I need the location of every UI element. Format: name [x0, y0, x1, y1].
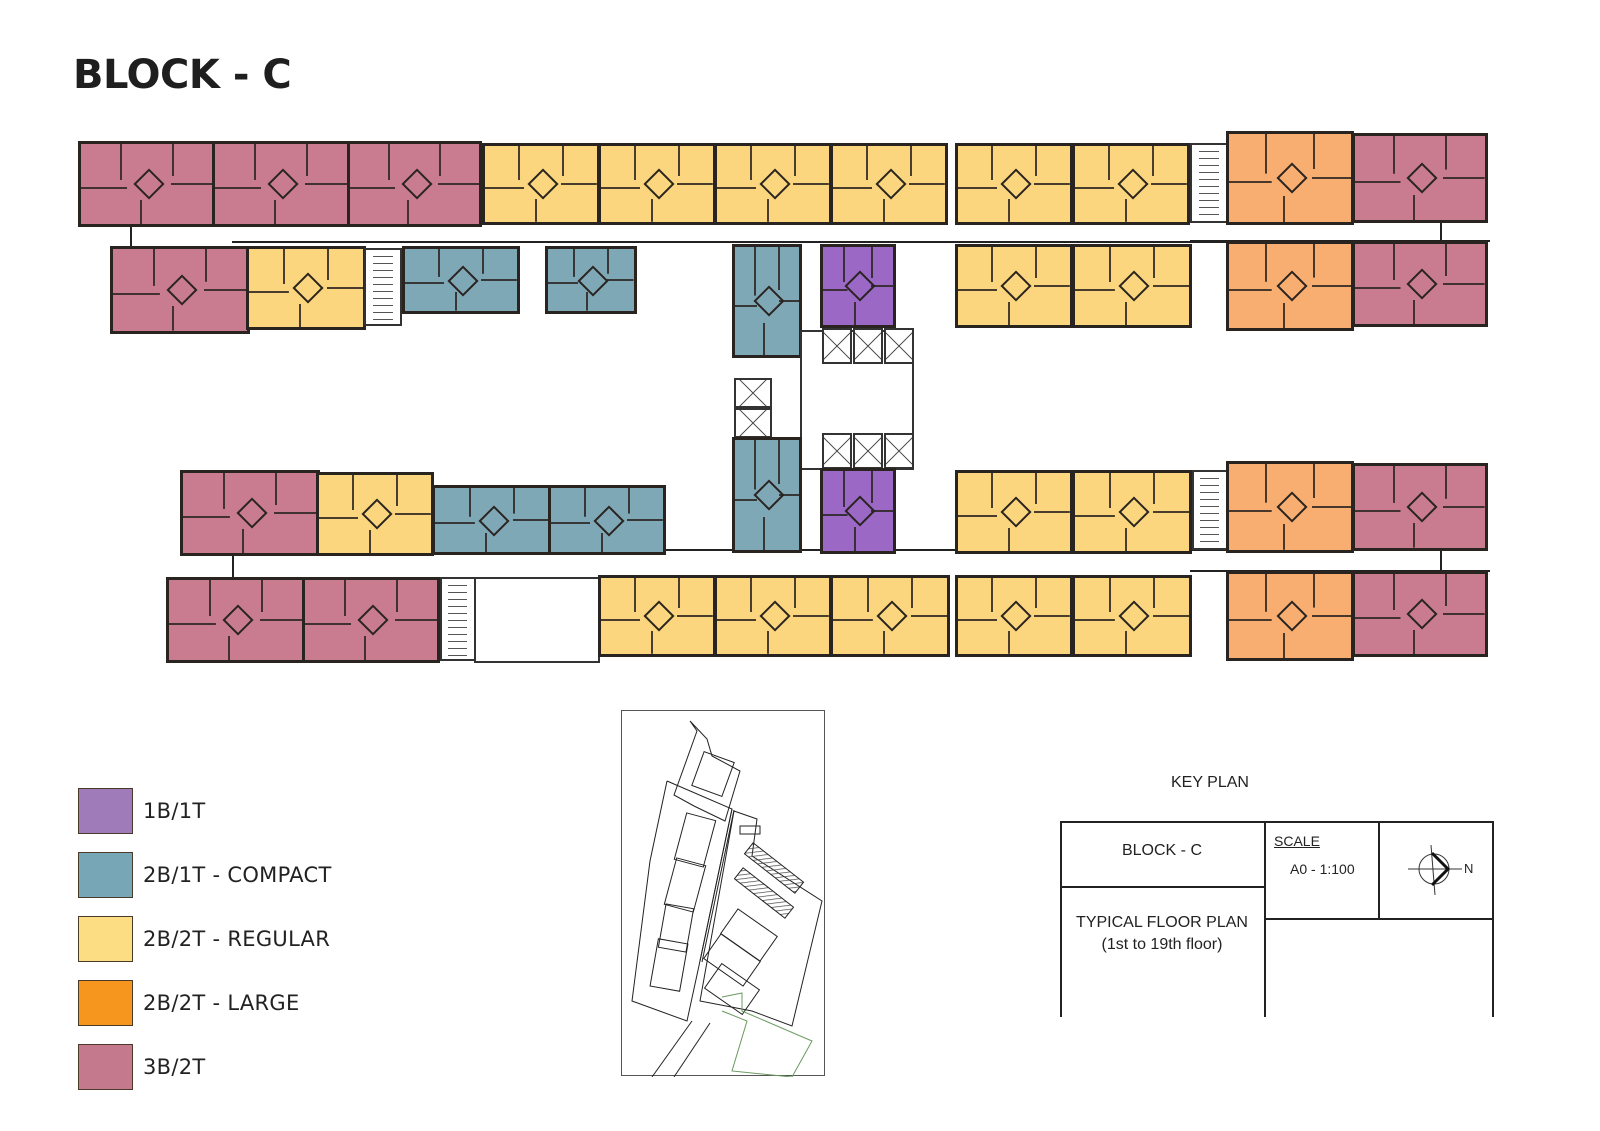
unit-3b2t[interactable]: [78, 141, 216, 227]
scale-value: A0 - 1:100: [1290, 861, 1355, 877]
unit-2b2t-large[interactable]: [1226, 571, 1354, 661]
unit-2b2t-regular[interactable]: [1072, 470, 1192, 554]
legend-item-1b1t: 1B/1T: [78, 779, 332, 843]
unit-2b1t-compact[interactable]: [545, 246, 637, 314]
unit-2b2t-regular[interactable]: [955, 244, 1073, 328]
unit-3b2t[interactable]: [1352, 463, 1488, 551]
unit-2b2t-regular[interactable]: [1072, 575, 1192, 657]
unit-2b2t-regular[interactable]: [955, 470, 1073, 554]
unit-3b2t[interactable]: [212, 141, 350, 227]
unit-2b2t-regular[interactable]: [714, 143, 832, 225]
unit-2b2t-regular[interactable]: [955, 143, 1073, 225]
unit-2b2t-regular[interactable]: [955, 575, 1073, 657]
unit-2b1t-compact[interactable]: [732, 244, 802, 358]
lift-shaft: [822, 433, 852, 469]
legend-item-3b2t: 3B/2T: [78, 1035, 332, 1099]
corridor-line: [130, 226, 132, 248]
unit-3b2t[interactable]: [1352, 241, 1488, 327]
lift-shaft: [734, 378, 772, 408]
unit-2b1t-compact[interactable]: [548, 485, 666, 555]
legend-label: 2B/2T - LARGE: [143, 991, 300, 1015]
staircase: [1190, 143, 1228, 223]
unit-2b2t-regular[interactable]: [598, 575, 716, 657]
corridor-line: [1440, 547, 1442, 571]
staircase: [1192, 470, 1228, 550]
legend-item-2b2t-large: 2B/2T - LARGE: [78, 971, 332, 1035]
unit-2b1t-compact[interactable]: [732, 437, 802, 553]
legend-swatch: [78, 788, 133, 834]
legend-label: 2B/1T - COMPACT: [143, 863, 332, 887]
north-arrow-icon: N: [1404, 841, 1474, 901]
service-area: [474, 577, 600, 663]
legend-label: 3B/2T: [143, 1055, 206, 1079]
title-block-divider: [1060, 821, 1062, 1017]
title-block-divider: [1264, 918, 1493, 920]
unit-2b2t-large[interactable]: [1226, 461, 1354, 553]
unit-3b2t[interactable]: [302, 577, 440, 663]
unit-2b2t-regular[interactable]: [830, 143, 948, 225]
unit-2b2t-regular[interactable]: [482, 143, 600, 225]
legend-swatch: [78, 1044, 133, 1090]
block-name: BLOCK - C: [1121, 842, 1202, 859]
unit-2b1t-compact[interactable]: [402, 246, 520, 314]
legend-item-2b1t-compact: 2B/1T - COMPACT: [78, 843, 332, 907]
unit-1b1t[interactable]: [820, 244, 896, 328]
lift-shaft: [734, 408, 772, 438]
unit-2b2t-large[interactable]: [1226, 241, 1354, 331]
unit-3b2t[interactable]: [166, 577, 306, 663]
floor-plan: [0, 0, 1600, 700]
legend-label: 2B/2T - REGULAR: [143, 927, 331, 951]
unit-2b2t-regular[interactable]: [830, 575, 950, 657]
staircase: [364, 248, 402, 326]
unit-3b2t[interactable]: [180, 470, 320, 556]
drawing-title: TYPICAL FLOOR PLAN: [1076, 914, 1248, 931]
unit-2b2t-regular[interactable]: [246, 246, 366, 330]
title-block-divider: [1492, 821, 1494, 1017]
lift-shaft: [884, 433, 914, 469]
unit-1b1t[interactable]: [820, 468, 896, 554]
unit-3b2t[interactable]: [1352, 133, 1488, 223]
site-outline-icon: [631, 720, 823, 1078]
title-block-border: [1060, 821, 1493, 823]
unit-2b2t-regular[interactable]: [316, 472, 434, 556]
scale-heading: SCALE: [1274, 833, 1320, 849]
title-block-divider: [1060, 886, 1264, 888]
lift-shaft: [853, 328, 883, 364]
unit-2b2t-regular[interactable]: [598, 143, 716, 225]
legend-swatch: [78, 916, 133, 962]
legend-label: 1B/1T: [143, 799, 206, 823]
unit-2b2t-regular[interactable]: [714, 575, 832, 657]
unit-2b2t-regular[interactable]: [1072, 143, 1190, 225]
unit-2b2t-large[interactable]: [1226, 131, 1354, 225]
unit-3b2t[interactable]: [347, 141, 482, 227]
lift-shaft: [884, 328, 914, 364]
staircase: [440, 577, 476, 661]
site-key-plan: [621, 710, 825, 1078]
legend-swatch: [78, 980, 133, 1026]
corridor-line: [232, 241, 1227, 243]
north-label: N: [1464, 861, 1474, 876]
unit-3b2t[interactable]: [110, 246, 250, 334]
legend-swatch: [78, 852, 133, 898]
page-title: BLOCK - C: [73, 52, 292, 98]
lift-shaft: [822, 328, 852, 364]
key-plan-label: KEY PLAN: [1171, 774, 1249, 791]
lift-shaft: [853, 433, 883, 469]
corridor-line: [232, 553, 234, 577]
legend-item-2b2t-regular: 2B/2T - REGULAR: [78, 907, 332, 971]
drawing-subtitle: (1st to 19th floor): [1101, 936, 1223, 953]
unit-2b2t-regular[interactable]: [1072, 244, 1192, 328]
title-block-divider: [1378, 821, 1380, 919]
unit-3b2t[interactable]: [1352, 571, 1488, 657]
unit-2b1t-compact[interactable]: [432, 485, 552, 555]
corridor-line: [1440, 218, 1442, 242]
legend: 1B/1T 2B/1T - COMPACT 2B/2T - REGULAR 2B…: [78, 779, 332, 1099]
